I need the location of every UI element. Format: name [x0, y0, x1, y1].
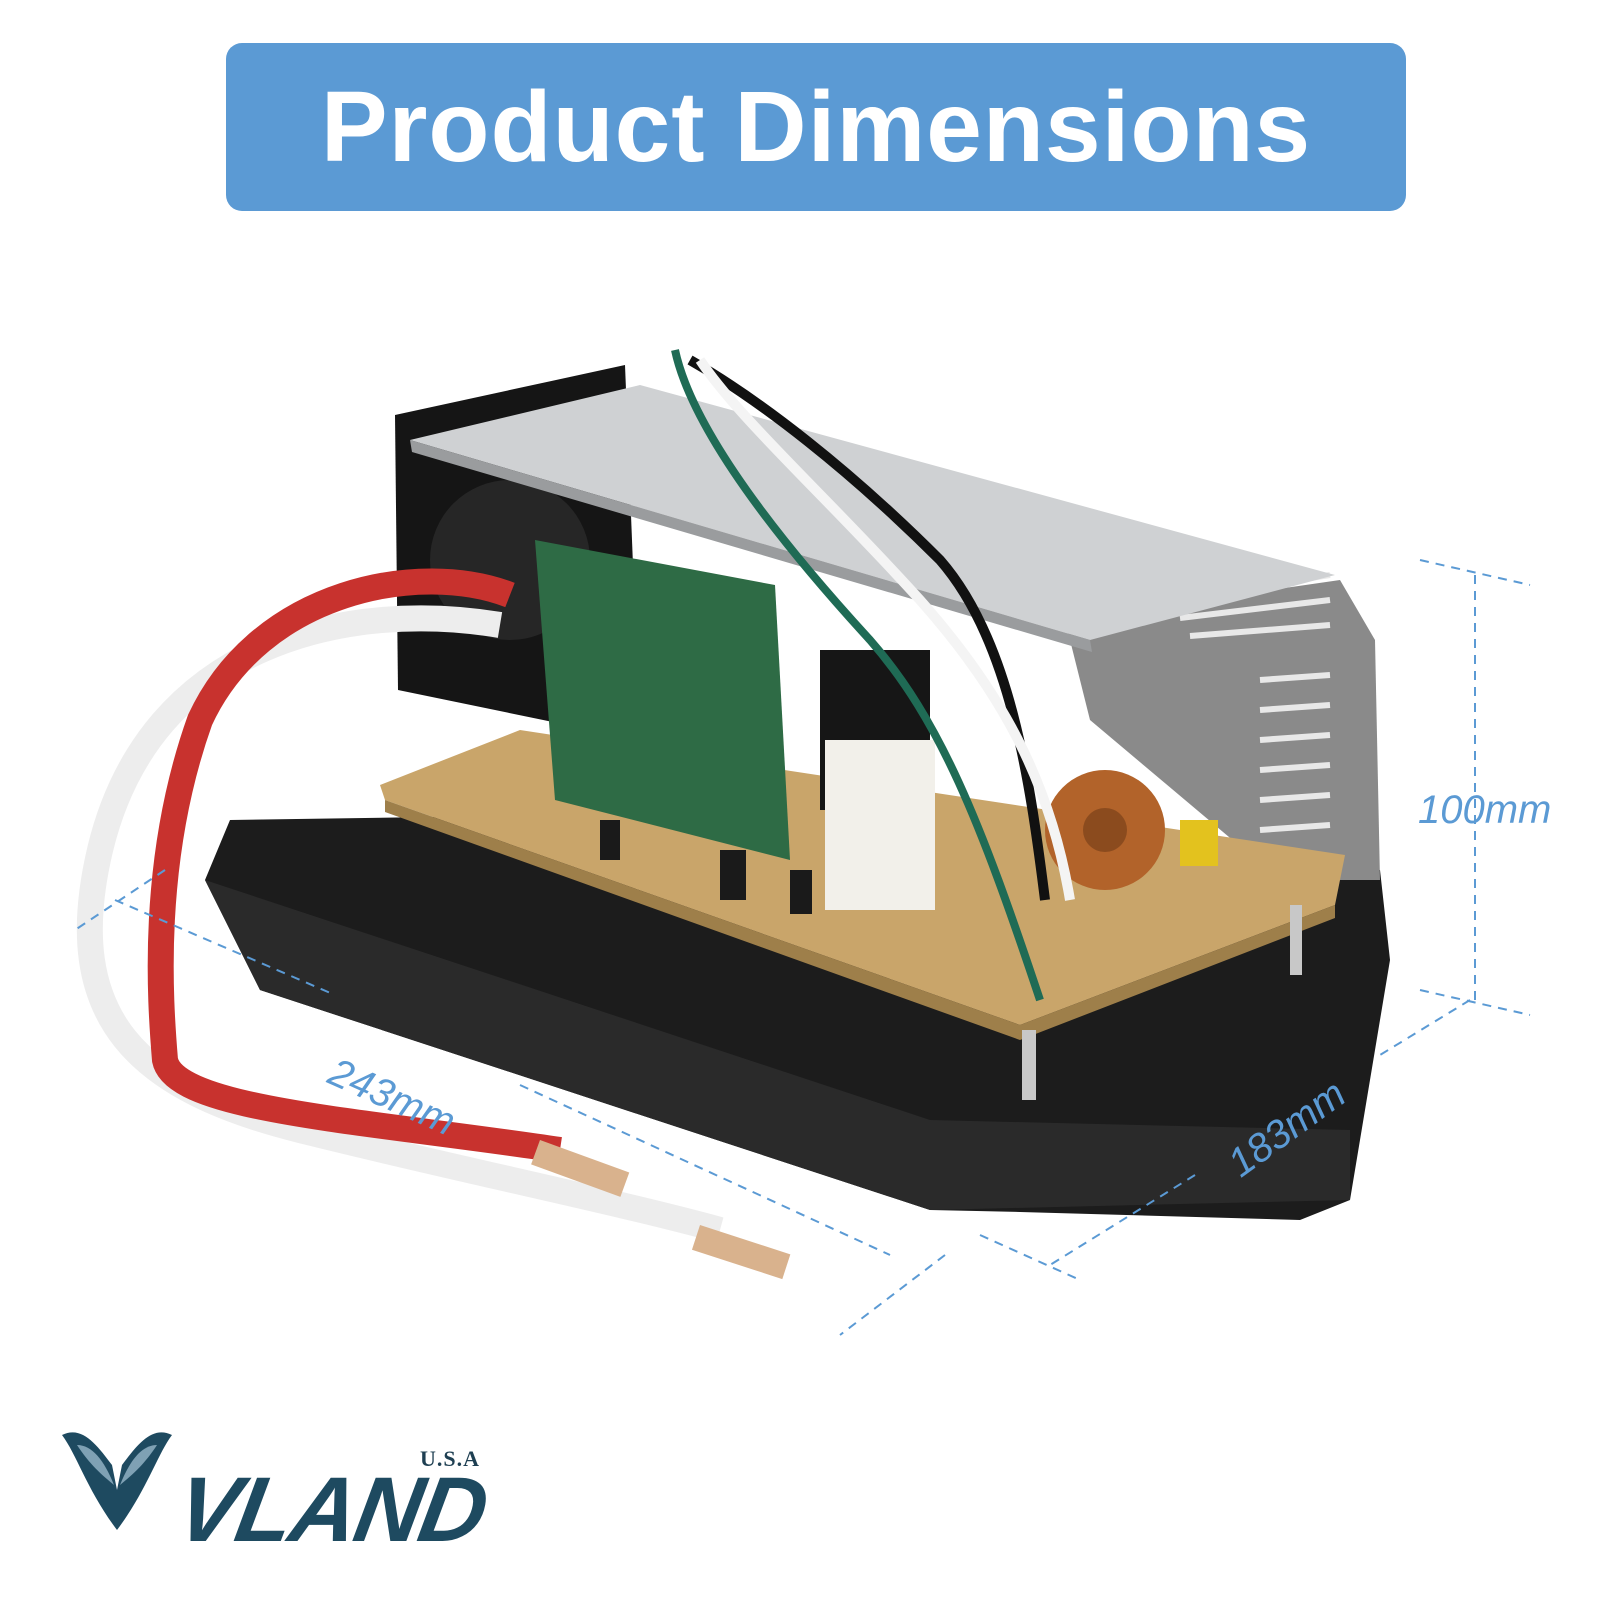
wire-black	[687, 355, 1050, 901]
capacitor	[720, 850, 746, 900]
toroid-core	[1083, 808, 1127, 852]
base-plate-rim	[205, 880, 1350, 1210]
wire-white	[695, 357, 1075, 901]
terminal-red	[531, 1139, 630, 1197]
ceramic-resistor	[825, 740, 935, 910]
brand-name: VLAND	[169, 1459, 494, 1561]
capacitor	[600, 820, 620, 860]
metal-cover	[410, 385, 1335, 640]
control-board	[535, 540, 790, 860]
terminal-white	[691, 1225, 791, 1280]
brand-region: U.S.A	[420, 1446, 481, 1471]
dimension-lines	[74, 559, 1531, 1336]
heatsink	[1065, 580, 1380, 880]
title-banner: Product Dimensions	[226, 43, 1406, 211]
inductor-yellow	[1180, 820, 1218, 866]
standoff	[1290, 905, 1302, 975]
capacitor	[790, 870, 812, 914]
brand-emblem-icon	[62, 1432, 172, 1530]
brand-logo	[52, 1420, 502, 1540]
page-title: Product Dimensions	[320, 70, 1312, 183]
standoff	[1022, 1030, 1036, 1100]
wire-green	[671, 349, 1044, 1002]
dimension-height-label: 100mm	[1418, 788, 1552, 832]
